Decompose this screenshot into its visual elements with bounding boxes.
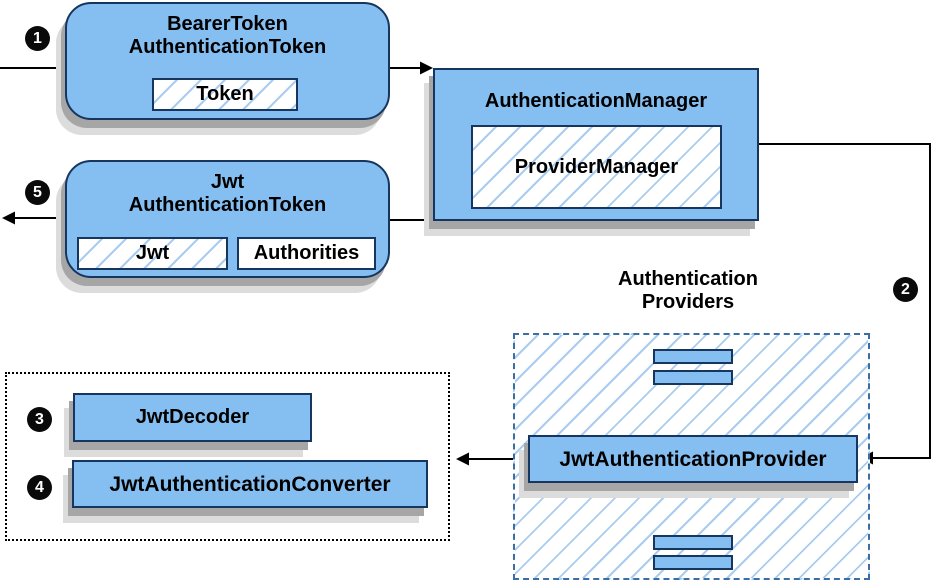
jwt-field: Jwt [77, 237, 228, 270]
step-2-badge: 2 [893, 277, 918, 302]
other-provider-bar-bottom-1 [653, 535, 733, 550]
step-4-badge: 4 [27, 475, 52, 500]
other-provider-bar-top-1 [653, 349, 733, 364]
arrowhead-to-manager [420, 61, 433, 75]
bearer-token-title-line2: AuthenticationToken [128, 36, 327, 58]
bearer-token-title: BearerToken AuthenticationToken [67, 13, 388, 59]
authorities-field-label: Authorities [253, 242, 360, 264]
step-3-badge: 3 [27, 407, 52, 432]
jwt-field-label: Jwt [135, 242, 170, 264]
bearer-token-title-line1: BearerToken [167, 13, 288, 35]
providers-title-line2: Providers [641, 291, 735, 313]
token-field-label: Token [196, 83, 254, 105]
authentication-manager-label: AuthenticationManager [484, 90, 708, 112]
jwt-decoder-node: JwtDecoder [73, 393, 312, 442]
jwt-token-title-line1: Jwt [210, 171, 245, 193]
provider-manager-field: ProviderManager [471, 125, 722, 209]
bearer-token-authentication-token-node: BearerToken AuthenticationToken Token [65, 2, 390, 120]
arrowhead-to-group [456, 452, 469, 466]
step-1-badge: 1 [25, 26, 50, 51]
step-5-badge: 5 [25, 180, 50, 205]
jwt-authentication-converter-label: JwtAuthenticationConverter [109, 472, 391, 496]
jwt-decoder-label: JwtDecoder [135, 406, 250, 428]
providers-title-line1: Authentication [618, 268, 758, 290]
jwt-authentication-converter-node: JwtAuthenticationConverter [72, 460, 428, 508]
arrowhead-outgoing [2, 211, 15, 225]
other-provider-bar-top-2 [653, 370, 733, 385]
authentication-providers-group-title: Authentication Providers [588, 268, 788, 314]
token-field: Token [152, 78, 298, 111]
jwt-authentication-provider-node: JwtAuthenticationProvider [528, 435, 858, 483]
jwt-token-title: Jwt AuthenticationToken [67, 171, 388, 217]
authorities-field: Authorities [237, 237, 376, 270]
provider-manager-label: ProviderManager [514, 155, 679, 178]
other-provider-bar-bottom-2 [653, 555, 733, 570]
jwt-authentication-token-node: Jwt AuthenticationToken Jwt Authorities [65, 160, 390, 278]
jwt-token-title-line2: AuthenticationToken [128, 194, 327, 216]
jwt-authentication-provider-label: JwtAuthenticationProvider [559, 447, 827, 471]
authentication-manager-node: AuthenticationManager ProviderManager [433, 68, 759, 221]
